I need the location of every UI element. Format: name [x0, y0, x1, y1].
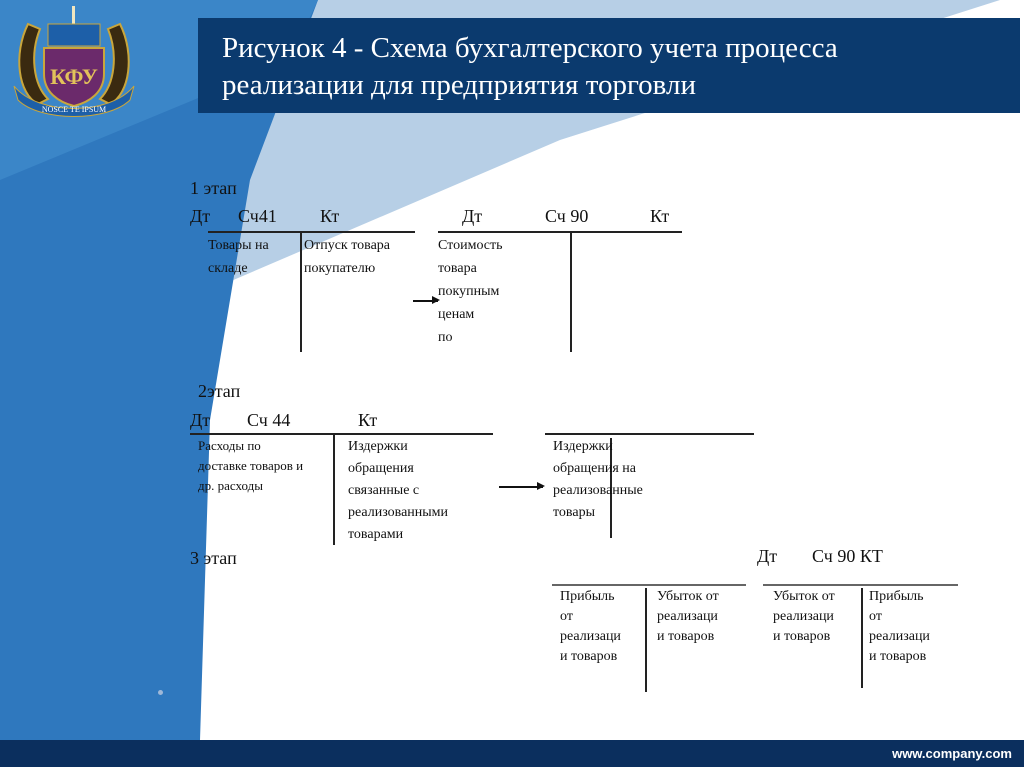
- stage2-label: 2этап: [198, 381, 241, 401]
- t-account-divider: [610, 438, 612, 538]
- title-line-1: Рисунок 4 - Схема бухгалтерского учета п…: [222, 32, 838, 64]
- account-dt: Дт: [190, 206, 211, 226]
- t-account-top-line: [208, 231, 415, 233]
- t-account-top-line: [545, 433, 754, 435]
- account-name: Сч 90: [545, 206, 589, 226]
- t-account-top-line: [438, 231, 682, 233]
- account-name: Сч41: [238, 206, 277, 226]
- account-name: Сч 90 КТ: [812, 546, 883, 566]
- t-account-top-line: [190, 433, 493, 435]
- t-account-divider: [300, 231, 302, 352]
- title-line-2: реализации для предприятия торговли: [222, 69, 696, 101]
- account-dt: Дт: [190, 410, 211, 430]
- svg-text:КФУ: КФУ: [50, 64, 98, 89]
- title-banner: Рисунок 4 - Схема бухгалтерского учета п…: [198, 18, 1020, 113]
- svg-text:NOSCE TE IPSUM: NOSCE TE IPSUM: [42, 105, 106, 114]
- t-account-divider: [861, 588, 863, 688]
- stage3-label: 3 этап: [190, 548, 237, 568]
- slide-title: Рисунок 4 - Схема бухгалтерского учета п…: [222, 30, 838, 104]
- footer-url: www.company.com: [892, 746, 1012, 761]
- stage1-label: 1 этап: [190, 178, 237, 198]
- t-account-top-line: [763, 584, 958, 586]
- t-account-top-line: [552, 584, 746, 586]
- account-dt: Дт: [757, 546, 778, 566]
- arrow-right-icon: [499, 483, 545, 489]
- t-account-divider: [570, 231, 572, 352]
- university-logo: КФУ NOSCE TE IPSUM: [8, 4, 140, 120]
- footer-bar: www.company.com: [0, 740, 1024, 767]
- t-account-divider: [333, 434, 335, 545]
- account-name: Сч 44: [247, 410, 291, 430]
- account-kt: Кт: [358, 410, 378, 430]
- bullet-dot: [158, 690, 163, 695]
- account-kt: Кт: [650, 206, 670, 226]
- arrow-right-icon: [413, 297, 440, 303]
- t-account-divider: [645, 588, 647, 692]
- account-dt: Дт: [462, 206, 483, 226]
- account-kt: Кт: [320, 206, 340, 226]
